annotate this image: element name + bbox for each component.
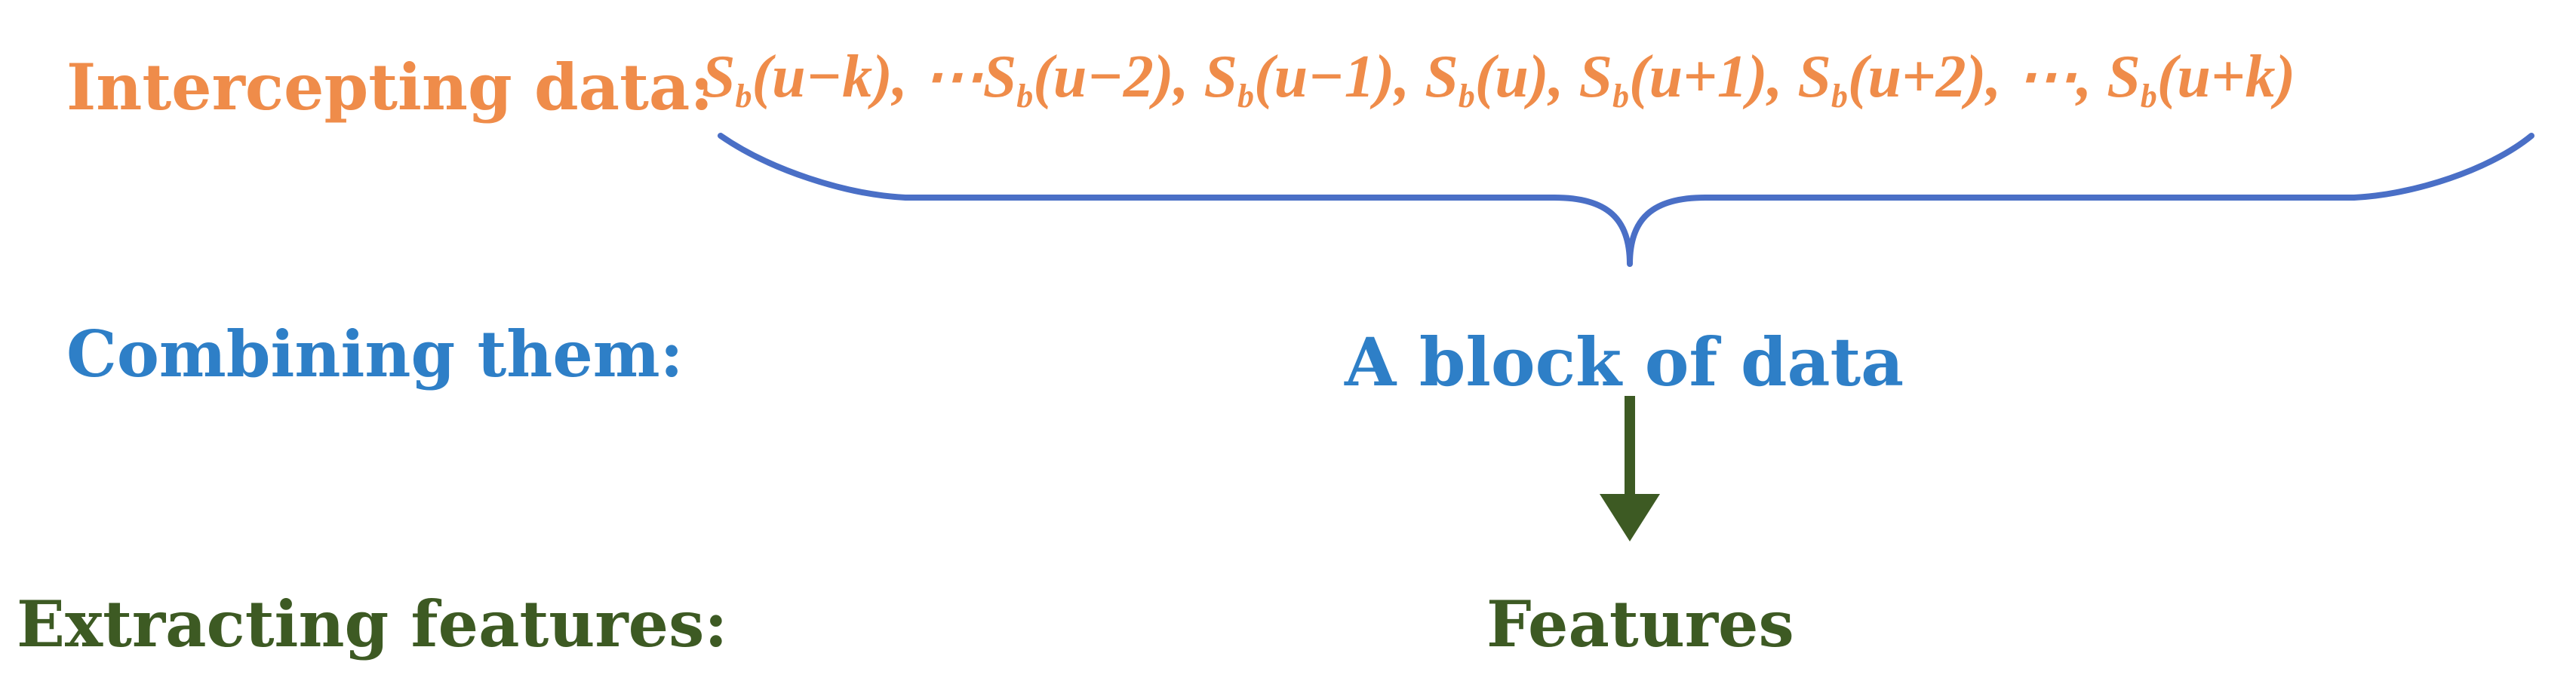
block-of-data-label: A block of data	[1345, 323, 1904, 401]
extracting-features-label: Extracting features:	[17, 587, 728, 661]
grouping-brace	[718, 133, 2535, 267]
sequence-term: Sb(u+2)	[1797, 44, 1987, 115]
intercepting-data-label: Intercepting data:	[66, 50, 714, 124]
data-sequence: Sb(u−k), ⋯Sb(u−2), Sb(u−1), Sb(u), Sb(u+…	[702, 44, 2296, 115]
sequence-term: Sb(u−1)	[1203, 44, 1395, 115]
sequence-term: Sb(u+k)	[2107, 44, 2296, 115]
sequence-term: Sb(u−k)	[702, 44, 893, 115]
sequence-term: ⋯	[2016, 44, 2077, 110]
down-arrow-icon	[1600, 494, 1660, 541]
sequence-term: Sb(u+1)	[1578, 44, 1768, 115]
features-label: Features	[1486, 587, 1794, 661]
combining-them-label: Combining them:	[66, 317, 684, 391]
sequence-term: ⋯Sb(u−2)	[922, 44, 1174, 115]
sequence-term: Sb(u)	[1425, 44, 1549, 115]
